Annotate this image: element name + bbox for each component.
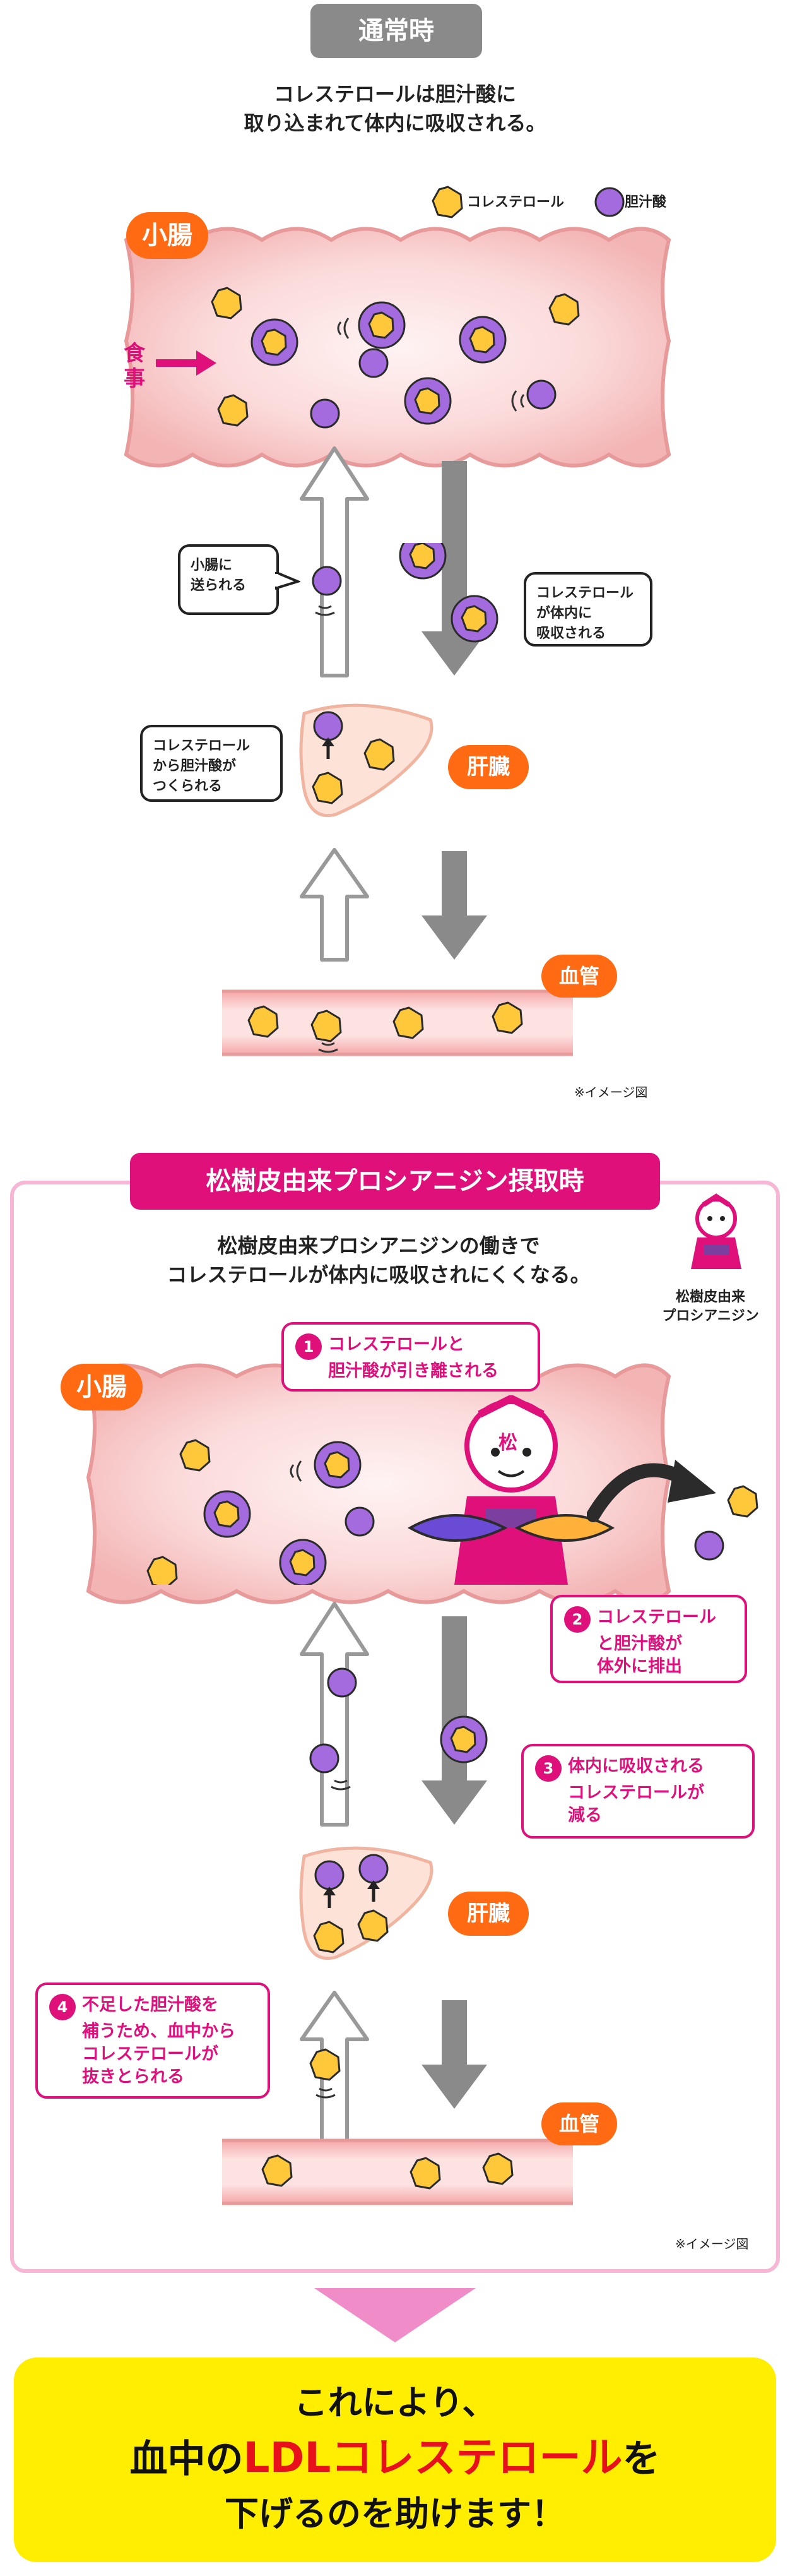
normal-note: ※イメージ図 xyxy=(574,1085,648,1100)
result-line2-pre: 血中の xyxy=(129,2437,244,2481)
normal-title: 通常時 xyxy=(310,4,482,58)
callout-2-line3: 体外に排出 xyxy=(597,1657,682,1676)
pine-small-intestine-label: 小腸 xyxy=(61,1364,143,1410)
callout-2-number: 2 xyxy=(564,1606,591,1633)
callout-3-line2: コレステロールが xyxy=(568,1783,704,1803)
callout-3-line1: 体内に吸収される xyxy=(568,1756,704,1776)
small-intestine-label: 小腸 xyxy=(126,212,208,259)
pine-liver-particles xyxy=(313,1854,389,1953)
bile-acid-particle xyxy=(358,348,389,378)
callout-4-line1: 不足した胆汁酸を xyxy=(82,1995,218,2015)
pine-intestine-particles xyxy=(146,1439,375,1585)
mascot-small-icon xyxy=(691,1193,741,1269)
mascot-label: 松樹皮由来 プロシアニジン xyxy=(647,1288,774,1326)
meal-label: 食事 xyxy=(124,341,145,391)
pine-down-arrow-to-vessel-icon xyxy=(422,2000,487,2109)
callout-3-number: 3 xyxy=(535,1755,562,1782)
result-line2-post: を xyxy=(622,2437,661,2481)
callout-2-line1: コレステロール xyxy=(597,1607,716,1627)
callout-3-reduced: 3 体内に吸収される コレステロールが 減る xyxy=(521,1744,755,1839)
result-down-arrow-icon xyxy=(314,2288,476,2342)
normal-description: コレステロールは胆汁酸に 取り込まれて体内に吸収される。 xyxy=(0,80,790,138)
mascot-pine-mark: 松 xyxy=(498,1432,517,1454)
callout-cholesterol-absorbed: コレステロール が体内に 吸収される xyxy=(524,572,652,647)
pine-description: 松樹皮由来プロシアニジンの働きで コレステロールが体内に吸収されにくくなる。 xyxy=(114,1231,644,1289)
bile-up-arrow-icon xyxy=(300,446,369,677)
callout-sent-line2: 送られる xyxy=(191,578,247,593)
pine-rising-particle xyxy=(309,2048,341,2099)
blood-vessel-illustration xyxy=(222,989,573,1056)
pine-title: 松樹皮由来プロシアニジン摂取時 xyxy=(130,1153,660,1210)
cholesterol-particle xyxy=(312,772,343,804)
callout-4-line3: コレステロールが xyxy=(82,2044,218,2064)
bile-acid-legend-label: 胆汁酸 xyxy=(625,194,667,210)
mascot-label-line1: 松樹皮由来 xyxy=(675,1289,745,1305)
moving-particles xyxy=(312,543,498,643)
pine-liver-label: 肝臓 xyxy=(448,1892,529,1936)
normal-intestine-particles xyxy=(211,287,580,429)
bile-acid-particle xyxy=(313,711,343,741)
result-line2: 血中のLDLコレステロールを xyxy=(14,2430,776,2488)
normal-desc-line1: コレステロールは胆汁酸に xyxy=(273,82,516,106)
liver-label: 肝臓 xyxy=(448,745,529,789)
absorb-down-arrow-icon xyxy=(422,461,487,676)
callout-sent-line1: 小腸に xyxy=(191,558,233,573)
callout-1-line2: 胆汁酸が引き離される xyxy=(328,1361,498,1381)
callout-4-line4: 抜きとられる xyxy=(82,2067,184,2087)
callout-2-excreted: 2 コレステロール と胆汁酸が 体外に排出 xyxy=(550,1595,747,1683)
bile-cholesterol-particle xyxy=(459,316,507,364)
excretion-curved-arrow-icon xyxy=(587,1460,716,1522)
callout-made-line1: コレステロール xyxy=(153,738,251,754)
callout-absorbed-line3: 吸収される xyxy=(536,626,606,641)
down-arrow-to-vessel-icon xyxy=(422,851,487,960)
callout-tail-icon xyxy=(275,572,300,590)
pine-up-arrow-icon xyxy=(300,1602,369,1827)
callout-2-line2: と胆汁酸が xyxy=(597,1634,682,1654)
bile-cholesterol-particle xyxy=(399,543,447,580)
cholesterol-particle xyxy=(363,738,395,771)
pine-blood-vessel-illustration xyxy=(222,2138,573,2205)
result-box: これにより、 血中のLDLコレステロールを 下げるのを助けます！ xyxy=(14,2358,776,2562)
callout-sent-to-intestine: 小腸に 送られる xyxy=(178,544,279,615)
pine-desc-line1: 松樹皮由来プロシアニジンの働きで xyxy=(217,1234,540,1258)
cholesterol-particle xyxy=(217,394,249,427)
excreted-particles xyxy=(694,1485,758,1561)
callout-bile-made: コレステロール から胆汁酸が つくられる xyxy=(140,725,283,802)
callout-3-line3: 減る xyxy=(568,1806,602,1825)
pine-desc-line2: コレステロールが体内に吸収されにくくなる。 xyxy=(167,1263,591,1287)
bile-acid-particle xyxy=(310,398,340,429)
callout-made-line3: つくられる xyxy=(153,778,223,794)
bile-cholesterol-particle xyxy=(251,318,298,366)
vessel-label: 血管 xyxy=(541,955,617,998)
pine-note: ※イメージ図 xyxy=(675,2236,749,2251)
mascot-label-line2: プロシアニジン xyxy=(662,1308,759,1324)
callout-absorbed-line1: コレステロール xyxy=(536,585,634,601)
liver-particles xyxy=(312,711,395,804)
cholesterol-particle xyxy=(548,293,580,326)
bile-cholesterol-particle xyxy=(404,377,452,425)
callout-made-line2: から胆汁酸が xyxy=(153,758,237,774)
callout-4-line2: 補うため、血中から xyxy=(82,2022,235,2041)
bile-acid-particle xyxy=(526,379,557,410)
result-line3: 下げるのを助けます！ xyxy=(225,2494,565,2534)
result-ldl-emphasis: LDLコレステロール xyxy=(243,2433,623,2482)
pine-moving-particles xyxy=(309,1667,488,1791)
up-arrow-from-vessel-icon xyxy=(300,848,369,962)
mascot-separating-icon xyxy=(407,1395,615,1585)
callout-4-number: 4 xyxy=(49,1994,76,2020)
bile-acid-particle xyxy=(312,566,342,596)
bile-cholesterol-particle xyxy=(451,595,498,643)
cholesterol-particle xyxy=(211,287,242,319)
callout-4-extracted: 4 不足した胆汁酸を 補うため、血中から コレステロールが 抜きとられる xyxy=(35,1983,270,2099)
normal-desc-line2: 取り込まれて体内に吸収される。 xyxy=(244,111,546,135)
callout-1-number: 1 xyxy=(295,1333,322,1360)
result-line1: これにより、 xyxy=(293,2383,497,2423)
pine-vessel-label: 血管 xyxy=(541,2102,617,2145)
callout-1-line1: コレステロールと xyxy=(328,1335,464,1354)
cholesterol-legend-label: コレステロール xyxy=(467,194,565,210)
meal-arrow-icon xyxy=(156,350,216,376)
bile-cholesterol-particle xyxy=(358,301,406,349)
callout-absorbed-line2: が体内に xyxy=(536,605,592,621)
callout-1-separated: 1 コレステロールと 胆汁酸が引き離される xyxy=(281,1322,540,1392)
